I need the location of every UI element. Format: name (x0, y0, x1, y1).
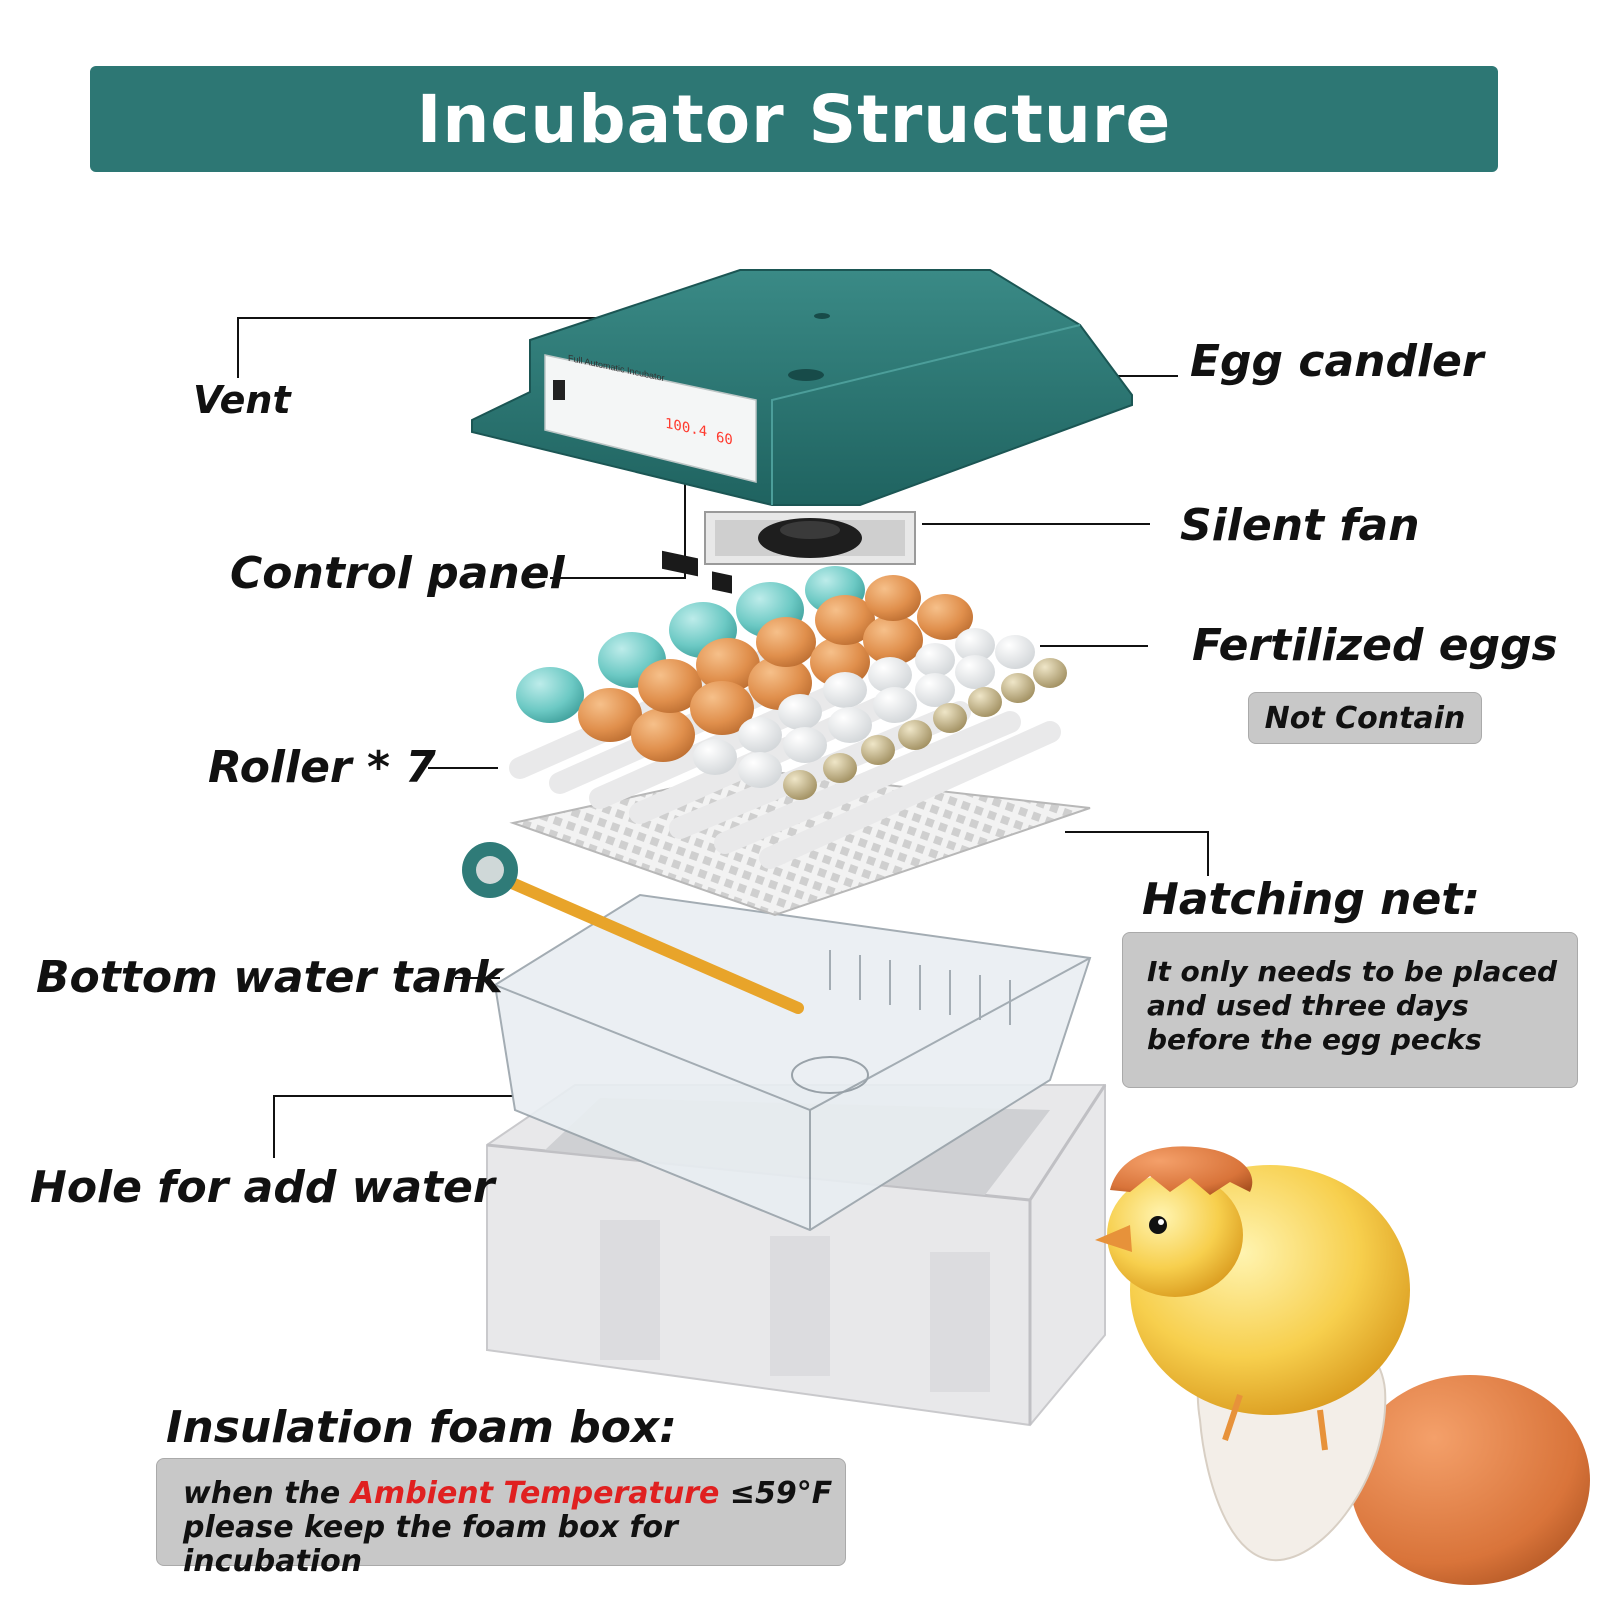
foam-note-suffix: ≤59°F (719, 1476, 833, 1511)
eggs (516, 566, 1067, 800)
label-hatching-net: Hatching net: (1142, 874, 1480, 925)
hatching-net-note: It only needs to be placed and used thre… (1122, 932, 1578, 1088)
foam-note-prefix: when the (183, 1476, 351, 1511)
label-insulation-foam-box: Insulation foam box: (166, 1402, 677, 1453)
label-silent-fan: Silent fan (1180, 500, 1420, 551)
foam-note-line1: when the Ambient Temperature ≤59°F (183, 1477, 845, 1511)
foam-box-note: when the Ambient Temperature ≤59°F pleas… (156, 1458, 846, 1579)
leader-lines (237, 317, 1209, 1158)
label-hole-for-add-water: Hole for add water (30, 1162, 495, 1213)
foam-note-highlight: Ambient Temperature (350, 1476, 720, 1511)
label-fertilized-eggs: Fertilized eggs (1192, 620, 1558, 671)
label-control-panel: Control panel (230, 548, 565, 599)
label-egg-candler: Egg candler (1190, 336, 1484, 387)
hatching-net-leader (1065, 831, 1209, 876)
silent-fan (704, 511, 916, 565)
not-contain-badge: Not Contain (1248, 692, 1482, 744)
hole-leader (273, 1095, 513, 1158)
control-panel-leader (550, 455, 686, 579)
heating-rod (462, 842, 804, 1014)
title-banner: Incubator Structure (90, 66, 1498, 172)
not-contain-text: Not Contain (1264, 700, 1466, 736)
foam-note-line2: please keep the foam box for incubation (183, 1510, 678, 1579)
label-roller: Roller * 7 (208, 742, 436, 793)
water-tank (493, 893, 1092, 1232)
label-vent: Vent (193, 378, 291, 422)
page-title: Incubator Structure (416, 80, 1172, 158)
humidity-readout: 60 (716, 429, 733, 449)
chick-illustration (1095, 1146, 1590, 1585)
label-bottom-water-tank: Bottom water tank (36, 952, 503, 1003)
lid (471, 269, 1133, 594)
